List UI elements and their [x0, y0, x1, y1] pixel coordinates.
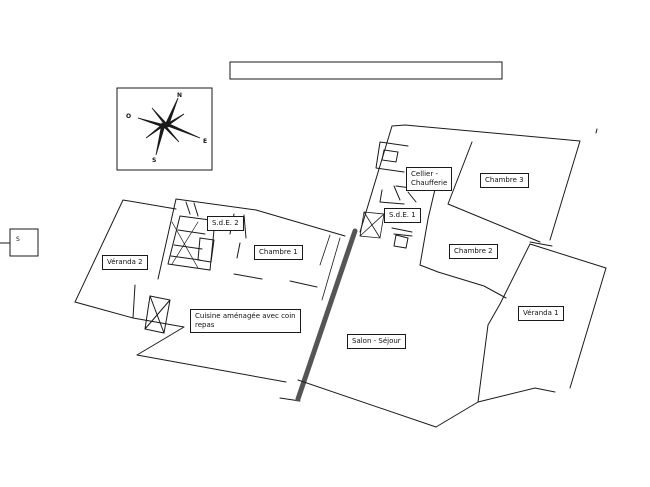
compass-star — [137, 97, 201, 156]
kitchen-wall — [132, 284, 185, 356]
central-wall — [295, 228, 358, 402]
room-label-cuisine-line2: repas — [195, 321, 215, 329]
room-label-sde-1: S.d.E. 1 — [384, 208, 421, 223]
room-label-cellier: Cellier - Chaufferie — [406, 167, 453, 191]
room-label-cellier-line2: Chaufferie — [411, 179, 448, 187]
compass-east-label: E — [203, 138, 208, 145]
room-label-cuisine-line1: Cuisine aménagée avec coin — [195, 312, 296, 320]
room-label-salon-sejour: Salon - Séjour — [347, 334, 406, 349]
room-label-veranda-1: Véranda 1 — [518, 306, 564, 321]
veranda2-wall — [74, 199, 177, 319]
title-box — [229, 61, 503, 80]
room-label-cuisine: Cuisine aménagée avec coin repas — [190, 309, 301, 333]
compass-west-label: O — [126, 113, 132, 120]
veranda1-wall — [499, 243, 607, 389]
compass-frame — [116, 87, 213, 171]
compass-south-label: S — [152, 157, 157, 164]
compass-north-label: N — [177, 92, 183, 99]
side-marker-label: S — [16, 236, 20, 243]
right-block-wall — [359, 124, 581, 241]
salon-wall — [297, 379, 437, 428]
room-label-veranda-2: Véranda 2 — [102, 255, 148, 270]
room-label-chambre-1: Chambre 1 — [254, 245, 303, 260]
room-label-sde-2: S.d.E. 2 — [207, 216, 244, 231]
side-marker-box — [9, 228, 39, 257]
room-label-cellier-line1: Cellier - — [411, 170, 438, 178]
room-label-chambre-2: Chambre 2 — [449, 244, 498, 259]
left-block-wall — [157, 198, 346, 280]
room-label-chambre-3: Chambre 3 — [480, 173, 529, 188]
